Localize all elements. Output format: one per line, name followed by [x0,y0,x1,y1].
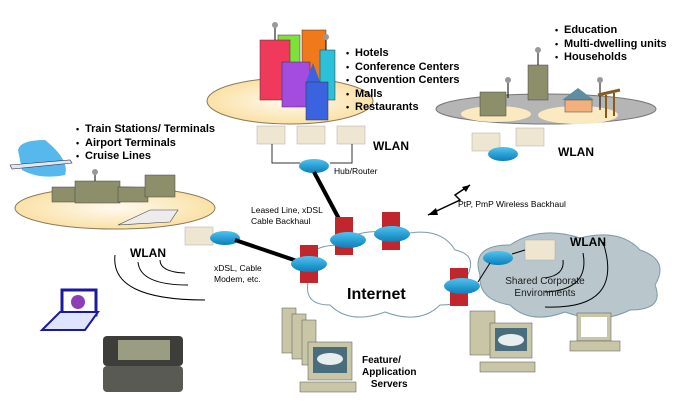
edge-firewall-routers [291,212,491,306]
corporate-terminal-icon [569,312,621,352]
venue-item: Train Stations/ Terminals [76,123,215,137]
corporate-cloud-label: Shared Corporate Environments [505,276,585,299]
application-servers-icon [281,307,357,393]
servers-label-line2: Application [362,367,417,378]
internet-label: Internet [347,286,406,303]
wireless-backhaul-arrow [427,184,471,216]
servers-label-line3: Servers [370,379,408,390]
residential-disc-right [538,106,618,124]
transport-buildings-icon [51,169,179,226]
hotel-router-icon [299,159,329,173]
venue-item: Households [555,51,667,65]
handheld-communicator-icon [103,336,183,392]
corporate-workstation-icon [469,310,536,373]
transport-wlan-label: WLAN [130,246,166,260]
venue-item: Education [555,24,667,38]
hotel-access-points [256,125,366,164]
residential-venue-list: Education Multi-dwelling units Household… [555,24,667,65]
residential-buildings-icon [479,47,621,118]
wlan-signal-arcs-corporate [544,241,609,308]
hotel-venue-list: Hotels Conference Centers Convention Cen… [346,47,460,115]
leased-line-label: Leased Line, xDSL Cable Backhaul [251,205,323,226]
wlan-signal-arcs-left [114,254,206,301]
venue-item: Cruise Lines [76,150,215,164]
wireless-backhaul-label: PtP, PmP Wireless Backhaul [458,199,566,209]
xdsl-link [234,238,301,264]
servers-label-line1: Feature/ [362,355,401,366]
corporate-access-point [524,239,556,261]
venue-item: Hotels [346,47,460,61]
hotel-wlan-label: WLAN [373,139,409,153]
venue-item: Multi-dwelling units [555,38,667,52]
venue-item: Restaurants [346,101,460,115]
venue-item: Convention Centers [346,74,460,88]
transport-venue-list: Train Stations/ Terminals Airport Termin… [76,123,215,164]
airplane-icon [9,140,73,177]
venue-item: Airport Terminals [76,137,215,151]
xdsl-label: xDSL, Cable Modem, etc. [214,263,262,284]
corporate-cloud [477,232,661,319]
venue-item: Malls [346,88,460,102]
laptop-icon [39,288,100,331]
residential-wlan-label: WLAN [558,145,594,159]
residential-access-points [471,127,545,161]
hotel-buildings-icon [259,22,336,121]
transport-access-point [184,226,240,246]
venue-item: Conference Centers [346,61,460,75]
corporate-router-icon [483,251,513,265]
corporate-wlan-label: WLAN [570,235,606,249]
hub-router-label: Hub/Router [334,166,378,176]
application-servers-label: Feature/ Application Servers [362,355,416,391]
